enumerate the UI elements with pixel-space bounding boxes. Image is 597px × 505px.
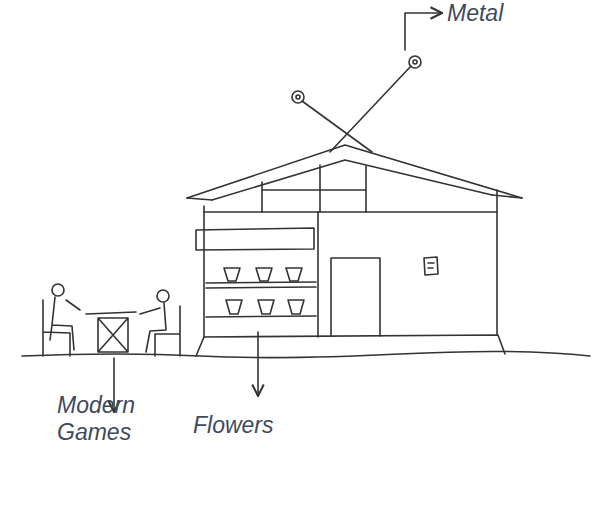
chair (43, 300, 70, 356)
callout-label: Flowers (193, 412, 333, 439)
antenna-ring (292, 91, 304, 103)
wall-sign (424, 257, 438, 275)
roof-eaves (187, 195, 522, 200)
flower-pot (224, 268, 302, 281)
callout-label: Metal (447, 0, 587, 27)
wall-divider (317, 212, 319, 337)
person-head (52, 284, 64, 296)
antenna-ring (413, 60, 417, 64)
antenna-ring (409, 56, 421, 68)
leader-line (405, 13, 442, 50)
left-wall (203, 206, 205, 337)
door (331, 258, 380, 336)
attic-frame (262, 165, 366, 212)
seated-person (140, 303, 166, 352)
game-table (86, 312, 136, 352)
roof-inner (212, 160, 492, 200)
flower-shelf (206, 282, 316, 317)
chair (155, 306, 180, 356)
leader-line (257, 332, 259, 396)
shop-awning (196, 228, 314, 250)
house-base (196, 335, 505, 356)
flower-pot (226, 300, 304, 314)
metal-antenna (330, 66, 411, 152)
callout-label: Modern Games (57, 392, 169, 446)
person-head (157, 290, 169, 302)
antenna-ring (296, 95, 300, 99)
ceiling-line (204, 211, 497, 213)
seated-person (50, 297, 80, 350)
